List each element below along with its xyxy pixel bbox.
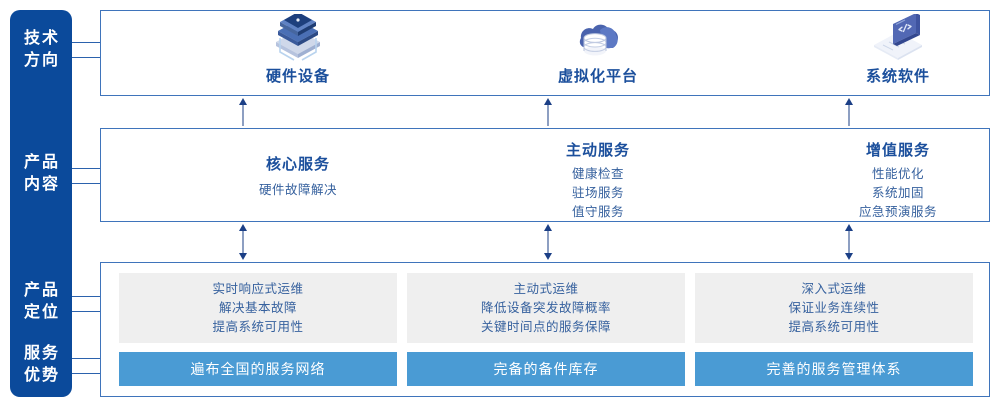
position-point: 保证业务连续性 [788, 300, 880, 315]
content-item: 健康检查 [571, 167, 624, 181]
tech-label: 系统软件 [865, 68, 930, 85]
content-item: 系统加固 [871, 186, 924, 200]
rail-label-tech-direction: 技术 方向 [10, 28, 72, 72]
position-panel: 主动式运维 降低设备突发故障概率 关键时间点的服务保障 [407, 273, 685, 343]
position-panel: 实时响应式运维 解决基本故障 提高系统可用性 [119, 273, 397, 343]
position-point: 主动式运维 [513, 281, 579, 296]
position-point: 实时响应式运维 [212, 281, 304, 296]
category-rail [10, 10, 72, 397]
connector-line [72, 183, 100, 184]
connector-line [72, 296, 100, 297]
advantage-bar-spare-parts[interactable]: 完备的备件库存 [407, 352, 685, 386]
tech-label: 虚拟化平台 [557, 68, 638, 85]
rail-line: 技术 [23, 30, 60, 47]
arrow-double-value-added [838, 224, 860, 260]
cloud-database-icon [570, 13, 626, 65]
connector-line [72, 358, 100, 359]
content-column-value-added[interactable]: 增值服务 性能优化 系统加固 应急预演服务 [753, 129, 1000, 223]
laptop-code-icon [869, 13, 927, 65]
connector-line [72, 42, 100, 43]
rail-label-product-content: 产品 内容 [10, 152, 72, 196]
position-point: 降低设备突发故障概率 [480, 300, 611, 315]
rail-line: 优势 [23, 367, 60, 384]
connector-line [72, 57, 100, 58]
rail-line: 产品 [23, 282, 60, 299]
content-item: 性能优化 [871, 167, 924, 181]
arrow-up-software [838, 98, 860, 126]
tech-column-hardware[interactable]: 硬件设备 [153, 11, 443, 97]
arrow-double-proactive [537, 224, 559, 260]
content-item: 硬件故障解决 [258, 183, 337, 197]
arrow-up-virtualization [537, 98, 559, 126]
server-stack-icon [270, 13, 326, 65]
tech-column-software[interactable]: 系统软件 [753, 11, 1000, 97]
content-title: 主动服务 [565, 142, 630, 159]
position-point: 提高系统可用性 [788, 319, 880, 334]
position-column-deep[interactable]: 深入式运维 保证业务连续性 提高系统可用性 完善的服务管理体系 [695, 273, 973, 386]
tech-label: 硬件设备 [265, 68, 330, 85]
rail-line: 服务 [23, 345, 60, 362]
arrow-double-core [232, 224, 254, 260]
position-column-proactive[interactable]: 主动式运维 降低设备突发故障概率 关键时间点的服务保障 完备的备件库存 [407, 273, 685, 386]
connector-line [72, 373, 100, 374]
position-point: 深入式运维 [801, 281, 867, 296]
position-column-realtime[interactable]: 实时响应式运维 解决基本故障 提高系统可用性 遍布全国的服务网络 [119, 273, 397, 386]
position-panel: 深入式运维 保证业务连续性 提高系统可用性 [695, 273, 973, 343]
rail-label-product-position: 产品 定位 [10, 280, 72, 324]
content-column-core[interactable]: 核心服务 硬件故障解决 [153, 129, 443, 223]
content-item: 驻场服务 [571, 186, 624, 200]
position-point: 解决基本故障 [218, 300, 297, 315]
position-point: 关键时间点的服务保障 [480, 319, 611, 334]
content-column-proactive[interactable]: 主动服务 健康检查 驻场服务 值守服务 [453, 129, 743, 223]
rail-line: 定位 [23, 304, 60, 321]
position-point: 提高系统可用性 [212, 319, 304, 334]
product-content-box: 核心服务 硬件故障解决 主动服务 健康检查 驻场服务 值守服务 增值服务 性能优… [100, 128, 990, 222]
rail-line: 内容 [23, 176, 60, 193]
rail-line: 产品 [23, 154, 60, 171]
rail-line: 方向 [23, 52, 60, 69]
product-position-box: 实时响应式运维 解决基本故障 提高系统可用性 遍布全国的服务网络 主动式运维 降… [100, 262, 990, 397]
rail-label-service-advantage: 服务 优势 [10, 343, 72, 387]
arrow-up-hardware [232, 98, 254, 126]
connector-line [72, 168, 100, 169]
connector-line [72, 311, 100, 312]
content-title: 核心服务 [265, 156, 330, 173]
advantage-bar-management-system[interactable]: 完善的服务管理体系 [695, 352, 973, 386]
content-item: 应急预演服务 [858, 205, 937, 219]
tech-column-virtualization[interactable]: 虚拟化平台 [453, 11, 743, 97]
advantage-bar-service-network[interactable]: 遍布全国的服务网络 [119, 352, 397, 386]
content-title: 增值服务 [865, 142, 930, 159]
tech-direction-box: 硬件设备 虚拟化平台 [100, 10, 990, 96]
content-item: 值守服务 [571, 205, 624, 219]
